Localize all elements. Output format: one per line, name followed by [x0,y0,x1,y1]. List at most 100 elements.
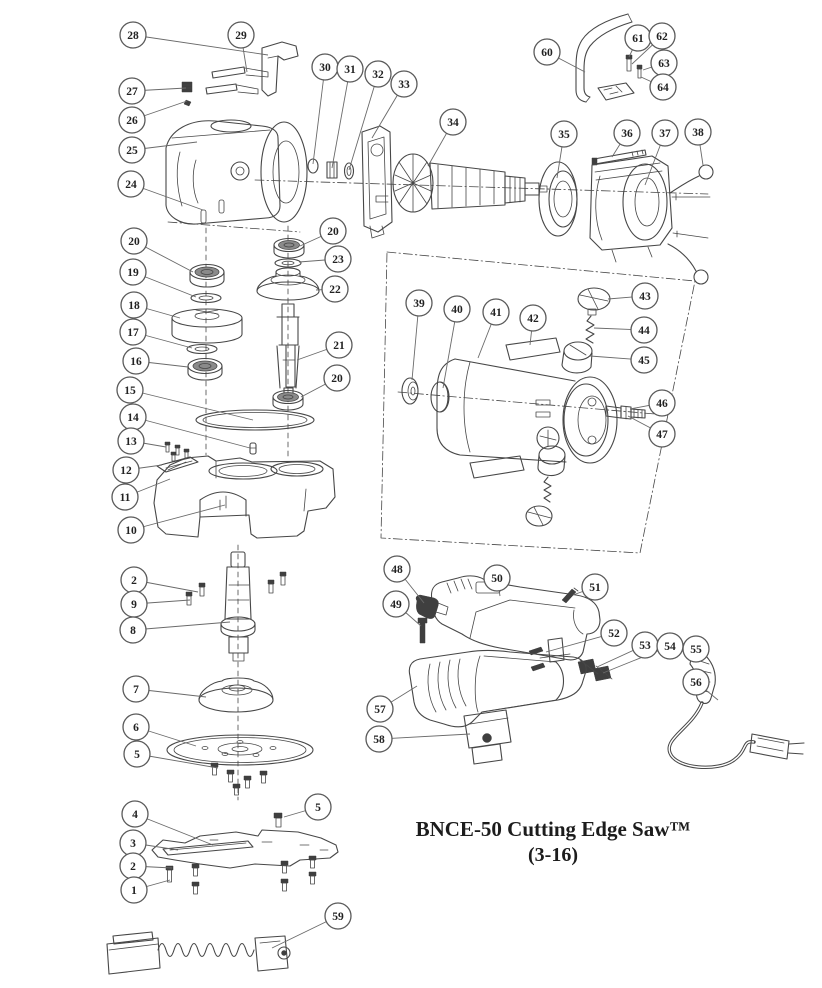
callout-balloon-circle [324,245,352,273]
callout-number: 34 [447,117,459,129]
callout-53: 53 [631,631,659,659]
spring-pin-drawing [181,81,193,107]
callout-number: 50 [491,573,503,585]
callout-number: 48 [391,564,403,576]
plate-12-drawing [156,456,199,473]
callout-balloon-circle [227,21,255,49]
grip-handle-57-drawing [408,649,587,728]
callout-16: 16 [122,347,150,375]
callout-number: 39 [413,298,425,310]
callout-number: 40 [451,304,463,316]
callout-34: 34 [439,108,467,136]
base-plate-drawing [151,829,339,869]
leader-line-58 [378,733,471,740]
brush-holder-45-drawing [561,341,593,374]
callout-number: 56 [690,677,702,689]
callout-balloon-circle [118,136,146,164]
sticker-42-top-drawing [505,337,561,361]
callout-number: 45 [638,355,650,367]
callout-37: 37 [651,119,679,147]
callout-number: 44 [638,325,650,337]
callout-51: 51 [581,573,609,601]
callout-balloon-circle [649,73,677,101]
callout-47: 47 [648,420,676,448]
callout-40: 40 [443,295,471,323]
callout-balloon-circle [405,289,433,317]
callout-balloon-circle [581,573,609,601]
leader-line-14 [132,416,251,449]
field-stator-drawing [589,155,673,263]
leader-line-5 [136,753,219,769]
gear-wheel-18-drawing [171,308,243,344]
callout-balloon-circle [120,227,148,255]
motor-washer-39-drawing [401,377,419,405]
callout-63: 63 [650,49,678,77]
callout-number: 24 [125,179,137,191]
centerlines [167,179,709,801]
callout-number: 54 [664,641,676,653]
lead-wires-drawing [667,164,714,285]
callout-number: 5 [315,802,321,814]
callout-number: 10 [125,525,137,537]
callout-balloon-circle [323,364,351,392]
callout-number: 22 [329,284,341,296]
callout-number: 49 [390,599,402,611]
motor-ring-40-drawing [430,381,450,413]
lock-bolts-drawing [205,66,269,95]
gear-housing-drawing [165,119,308,225]
callout-21: 21 [325,331,353,359]
callout-balloon-circle [120,291,148,319]
callout-balloon-circle [119,258,147,286]
callout-5: 5 [304,793,332,821]
callout-balloon-circle [682,635,710,663]
callout-number: 15 [124,385,136,397]
leader-line-4 [134,813,214,846]
callout-balloon-circle [366,695,394,723]
callout-number: 4 [132,809,138,821]
callout-29: 29 [227,21,255,49]
callout-61: 61 [624,24,652,52]
callout-number: 42 [527,313,539,325]
callout-balloon-circle [648,22,676,50]
callout-balloon-circle [682,668,710,696]
motor-body-41-drawing [436,358,618,464]
callout-52: 52 [600,619,628,647]
callout-7: 7 [122,675,150,703]
callout-26: 26 [118,106,146,134]
callout-balloon-circle [613,119,641,147]
callout-balloon-circle [439,108,467,136]
side-handle-drawing [575,13,635,103]
callout-number: 32 [372,69,384,81]
spindle-8-drawing [220,551,256,662]
field-screw-drawing [591,149,647,166]
callout-62: 62 [648,22,676,50]
lock-lever-drawing [261,41,299,97]
bearing-16-drawing [187,357,223,381]
callout-number: 25 [126,145,138,157]
callout-number: 2 [131,575,137,587]
callout-balloon-circle [122,347,150,375]
shim-washers-drawing [307,158,355,180]
callout-3: 3 [119,829,147,857]
callout-number: 16 [130,356,142,368]
leader-line-28 [132,34,269,56]
callout-number: 63 [658,58,670,70]
callout-balloon-circle [321,275,349,303]
callout-20: 20 [120,227,148,255]
sticker-42-bottom-drawing [469,455,525,479]
callout-59: 59 [324,902,352,930]
callout-number: 26 [126,115,138,127]
callout-number: 3 [130,838,136,850]
callout-number: 17 [127,327,139,339]
callout-49: 49 [382,590,410,618]
brush-assembly-59-drawing [106,931,291,975]
callout-balloon-circle [482,298,510,326]
callout-31: 31 [336,55,364,83]
callout-balloon-circle [533,38,561,66]
callout-number: 35 [558,129,570,141]
callout-number: 57 [374,704,386,716]
callout-balloon-circle [116,376,144,404]
callout-balloon-circle [519,304,547,332]
brush-cap-43-drawing [577,287,611,316]
flange-22-drawing [256,267,320,301]
